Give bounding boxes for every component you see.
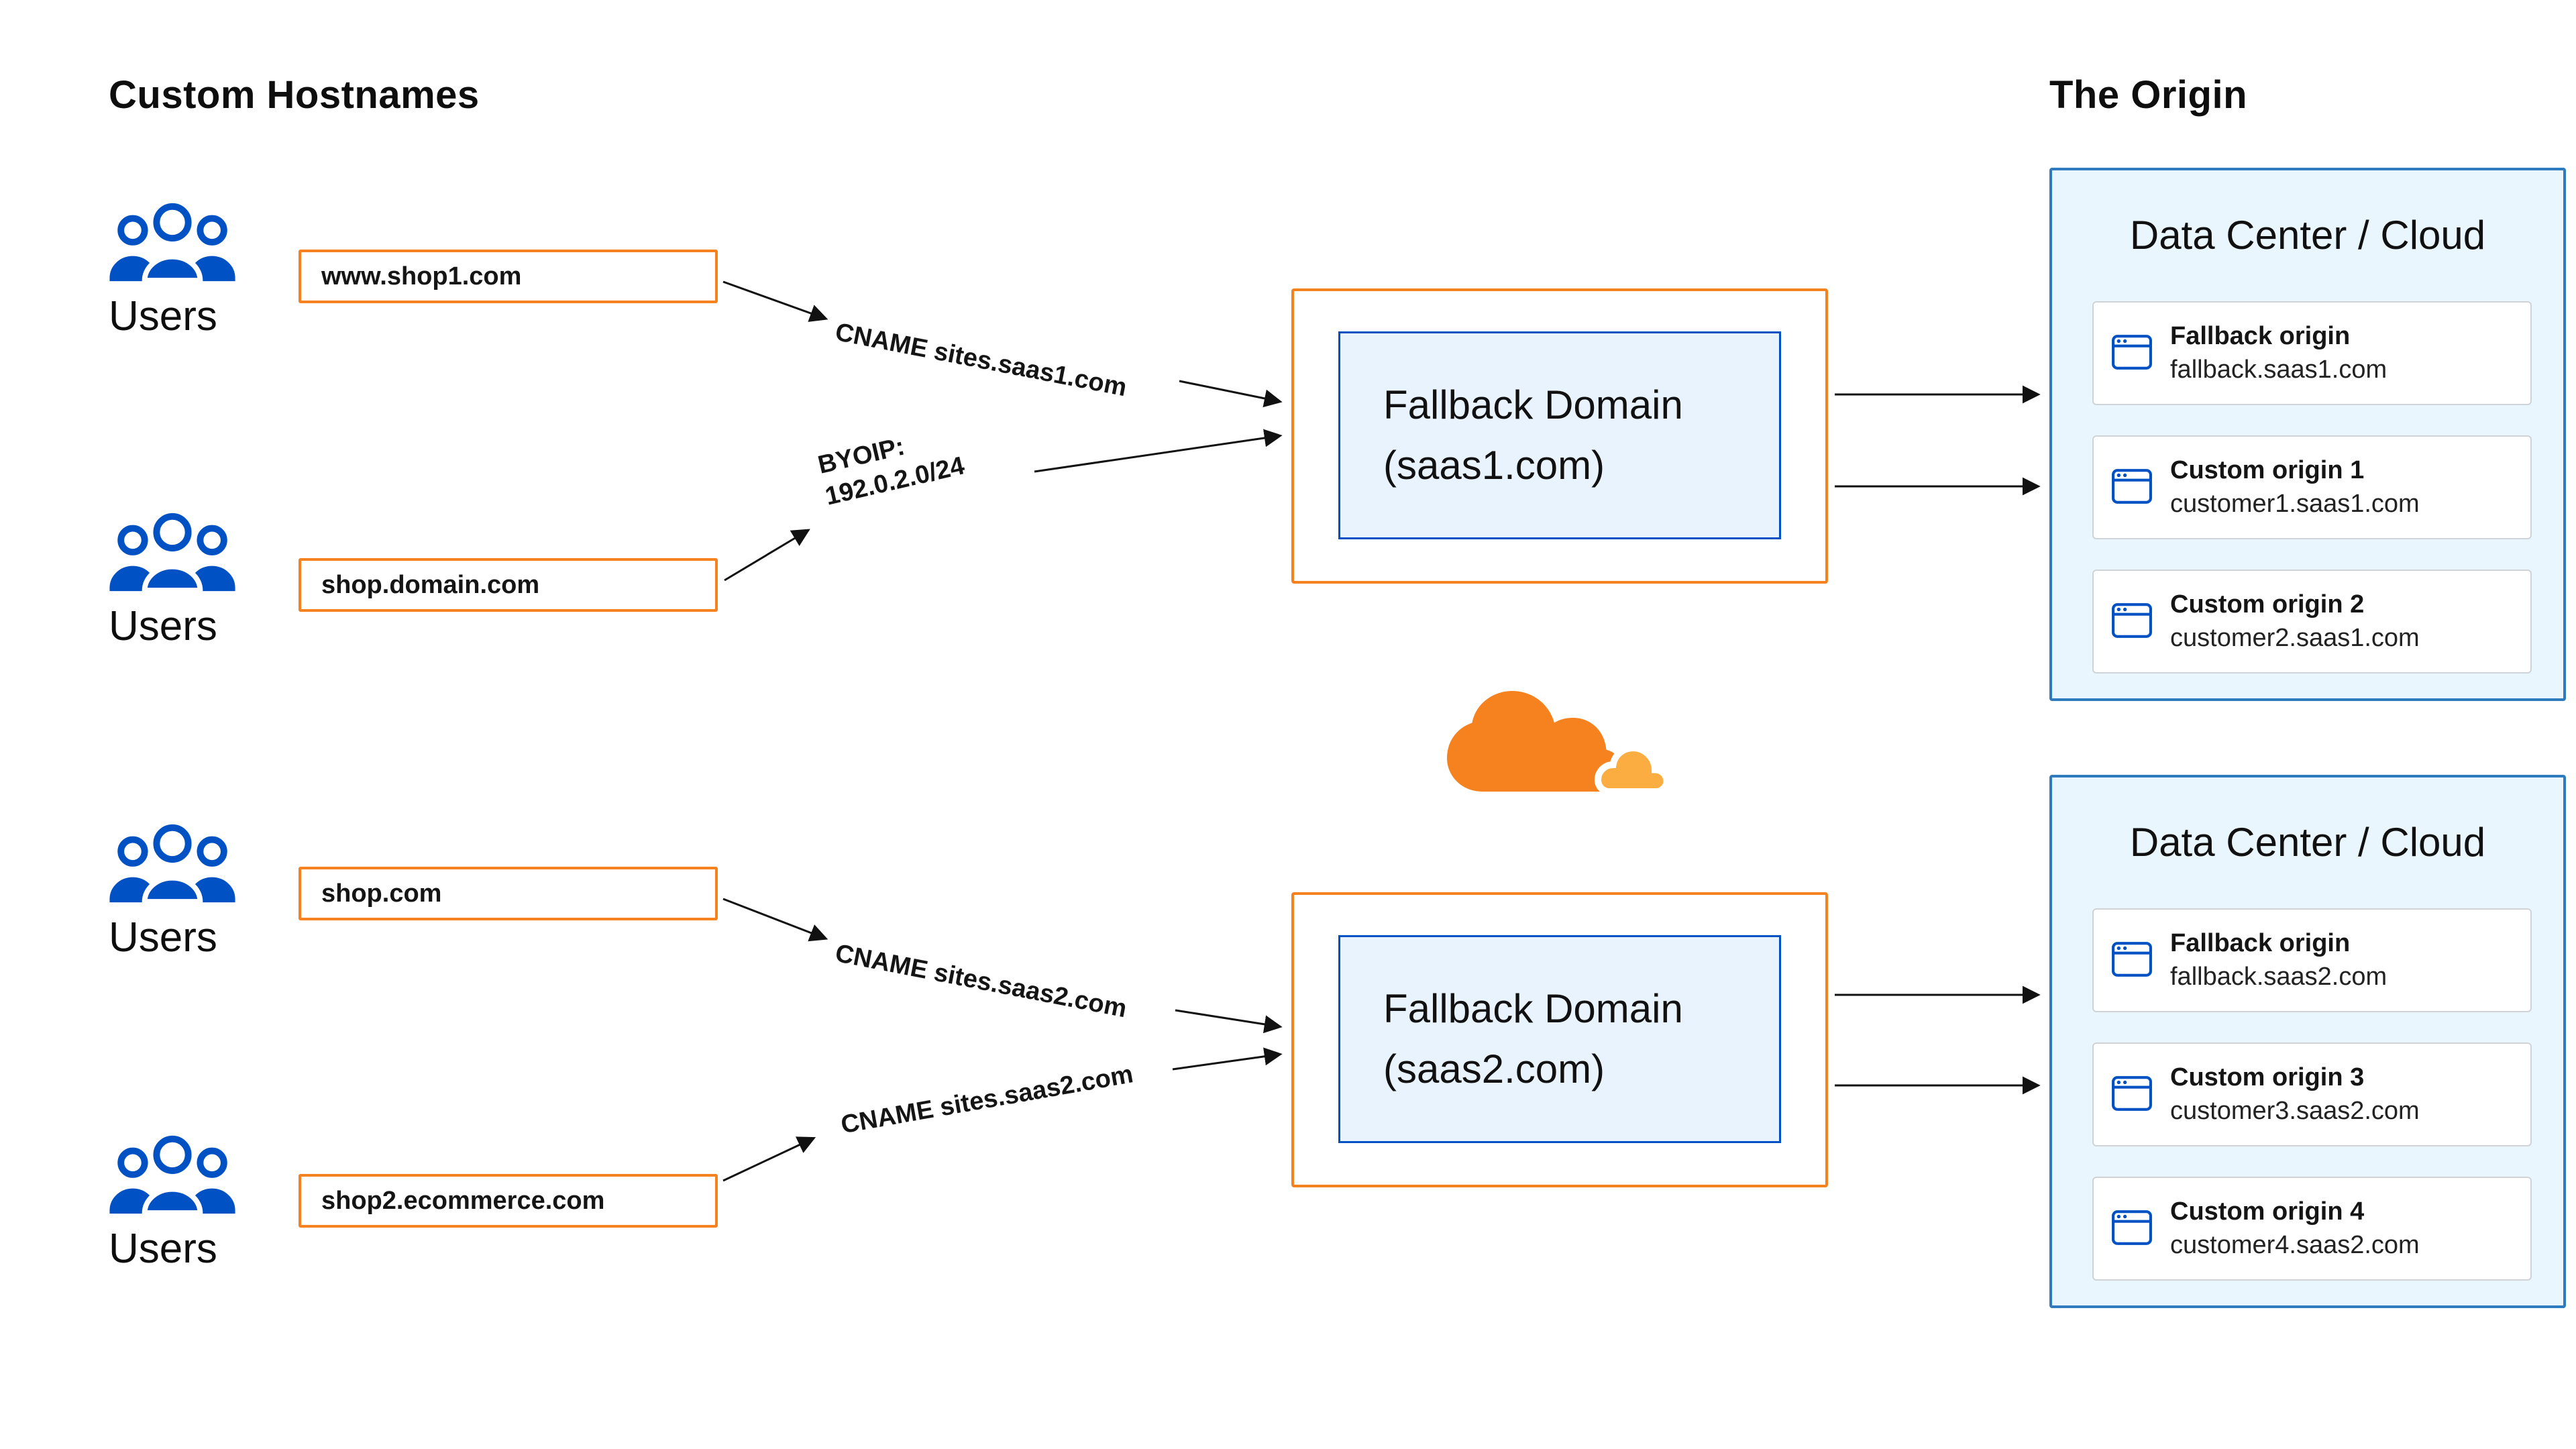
hostname-label: shop.domain.com: [321, 570, 540, 599]
heading-custom-hostnames: Custom Hostnames: [109, 73, 480, 117]
fallback-domain-title: Fallback Domain: [1383, 382, 1683, 427]
fallback-domain-inner: Fallback Domain (saas2.com): [1338, 935, 1781, 1143]
origin-card-custom-origin-4: Custom origin 4 customer4.saas2.com: [2092, 1177, 2532, 1281]
browser-window-icon: [2112, 602, 2152, 638]
origin-card-fallback-saas1: Fallback origin fallback.saas1.com: [2092, 301, 2532, 405]
origin-name: Fallback origin: [2170, 322, 2351, 351]
origin-host: fallback.saas2.com: [2170, 962, 2387, 991]
origin-card-custom-origin-1: Custom origin 1 customer1.saas1.com: [2092, 435, 2532, 539]
datacenter-title: Data Center / Cloud: [2129, 820, 2486, 865]
origin-card-fallback-saas2: Fallback origin fallback.saas2.com: [2092, 908, 2532, 1012]
hostname-label: shop.com: [321, 879, 442, 908]
users-label: Users: [109, 1226, 217, 1272]
origin-host: customer4.saas2.com: [2170, 1230, 2420, 1259]
origin-name: Custom origin 4: [2170, 1197, 2365, 1226]
user-group-2: Users: [109, 508, 236, 650]
hostname-label: shop2.ecommerce.com: [321, 1186, 605, 1215]
origin-name: Fallback origin: [2170, 929, 2351, 958]
users-group-icon: [109, 513, 235, 594]
fallback-domain-saas2: Fallback Domain (saas2.com): [1291, 892, 1828, 1187]
user-group-1: Users: [109, 199, 236, 340]
browser-window-icon: [2112, 941, 2152, 977]
fallback-domain-host: (saas2.com): [1383, 1046, 1605, 1091]
hostname-label: www.shop1.com: [321, 262, 522, 290]
origin-host: customer1.saas1.com: [2170, 489, 2420, 518]
datacenter-saas2: Data Center / Cloud Fallback origin fall…: [2049, 775, 2566, 1308]
users-label: Users: [109, 293, 217, 339]
fallback-domain-title: Fallback Domain: [1383, 986, 1683, 1031]
users-group-icon: [109, 824, 235, 905]
origin-host: fallback.saas1.com: [2170, 355, 2387, 384]
origin-host: customer3.saas2.com: [2170, 1096, 2420, 1125]
user-group-4: Users: [109, 1131, 236, 1273]
origin-host: customer2.saas1.com: [2170, 623, 2420, 652]
browser-window-icon: [2112, 1210, 2152, 1245]
origin-card-custom-origin-3: Custom origin 3 customer3.saas2.com: [2092, 1042, 2532, 1146]
origin-name: Custom origin 2: [2170, 590, 2365, 619]
fallback-domain-saas1: Fallback Domain (saas1.com): [1291, 288, 1828, 584]
users-group-icon: [109, 1135, 235, 1216]
fallback-domain-inner: Fallback Domain (saas1.com): [1338, 331, 1781, 539]
user-group-3: Users: [109, 820, 236, 961]
hostname-box-shop-com: shop.com: [299, 867, 718, 920]
cloudflare-logo: [1437, 684, 1685, 805]
fallback-domain-host: (saas1.com): [1383, 443, 1605, 488]
hostname-box-shop-domain-com: shop.domain.com: [299, 558, 718, 612]
origin-name: Custom origin 3: [2170, 1063, 2365, 1092]
origin-card-custom-origin-2: Custom origin 2 customer2.saas1.com: [2092, 570, 2532, 674]
hostname-box-www-shop1-com: www.shop1.com: [299, 250, 718, 303]
datacenter-title: Data Center / Cloud: [2129, 213, 2486, 258]
heading-the-origin: The Origin: [2049, 73, 2247, 117]
browser-window-icon: [2112, 334, 2152, 370]
browser-window-icon: [2112, 1075, 2152, 1111]
users-group-icon: [109, 203, 235, 284]
datacenter-saas1: Data Center / Cloud Fallback origin fall…: [2049, 168, 2566, 701]
users-label: Users: [109, 914, 217, 961]
users-label: Users: [109, 603, 217, 649]
browser-window-icon: [2112, 468, 2152, 504]
origin-name: Custom origin 1: [2170, 456, 2365, 485]
hostname-box-shop2-ecommerce-com: shop2.ecommerce.com: [299, 1174, 718, 1228]
